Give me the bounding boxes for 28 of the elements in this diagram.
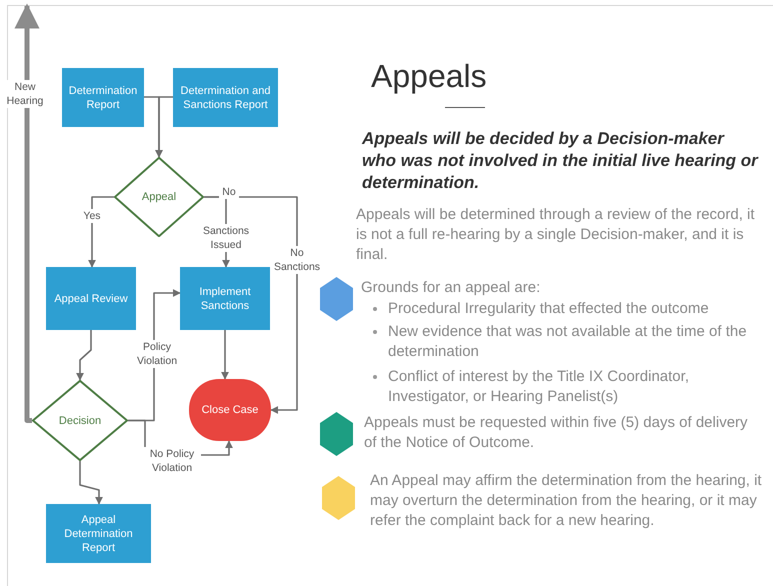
arrow	[76, 330, 92, 381]
decision-diamond	[32, 380, 128, 461]
process-box: Implement Sanctions	[180, 267, 270, 330]
process-box: Determination Report	[62, 68, 144, 127]
arrow	[155, 96, 173, 158]
node-label: Appeal	[142, 190, 176, 204]
edge-label: No Sanctions	[272, 246, 322, 274]
arrow	[14, 4, 40, 423]
arrow	[79, 461, 103, 505]
paragraph: Appeals must be requested within five (5) days of delivery of the Notice of Outcome.	[364, 413, 749, 453]
arrow	[221, 330, 229, 380]
bullet-item: Procedural Irregularity that effected the outcome	[388, 299, 710, 319]
branch-label: No	[219, 185, 239, 199]
bullet-item: New evidence that was not available at the time of the determination	[388, 322, 748, 362]
slide-title: Appeals	[371, 57, 487, 96]
bullet-item: Conflict of interest by the Title IX Coordinator, Investigator, or Hearing Panelist(s)	[388, 367, 690, 407]
process-box: Determination and Sanctions Report	[173, 68, 278, 127]
process-box: Appeal Review	[46, 267, 136, 330]
edge-label: Sanctions Issued	[201, 224, 251, 252]
list-heading: Grounds for an appeal are:	[361, 278, 542, 298]
paragraph: Appeals will be determined through a review of the record, it is not a full re-hearing by a single Decision-maker, and it is final.	[356, 205, 756, 265]
process-box: Appeal Determination Report	[46, 504, 151, 563]
intro-text: Appeals will be decided by a Decision-maker who was not involved in the initial live hearing or determination.	[362, 128, 760, 194]
arrow	[204, 196, 298, 414]
terminal-box: Close Case	[189, 379, 271, 441]
decision-diamond	[114, 157, 204, 237]
paragraph: An Appeal may affirm the determination from the hearing, it may overturn the determination from the hearing, or it may refer the complaint back for a new hearing.	[370, 471, 763, 531]
node-label: Decision	[58, 414, 102, 428]
